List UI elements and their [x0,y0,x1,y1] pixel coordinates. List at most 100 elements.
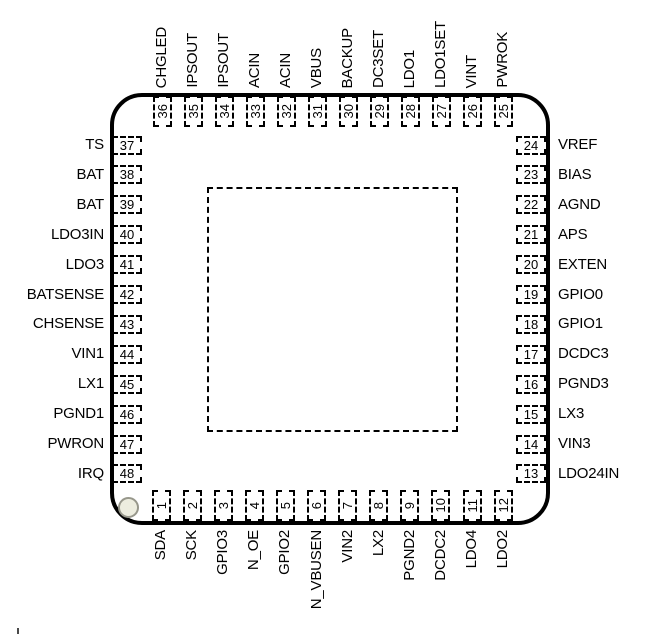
pin-number: 2 [184,501,200,510]
pin-30-label: BACKUP [339,27,356,89]
pin-number: 8 [371,501,387,510]
pin-number: 11 [464,498,480,513]
pin-number: 22 [523,197,539,213]
pin-48-label: IRQ [77,464,104,482]
pin-23-label: BIAS [558,165,592,183]
pin-number: 38 [119,167,135,183]
pin-number: 25 [495,104,511,119]
pin-6-label: N_VBUSEN [307,530,325,610]
package-outline [110,93,550,525]
pin-number: 35 [185,104,201,119]
pin-number: 36 [154,104,170,119]
pin-2-label: SCK [183,530,201,561]
pin-number: 30 [340,104,356,119]
pin-number: 42 [119,287,135,302]
pin-number: 44 [119,346,135,362]
pin-box-16: 16 [516,374,546,394]
pin-32-label: ACIN [277,52,294,88]
pin-box-19: 19 [516,285,546,304]
pin-box-15: 15 [516,404,546,424]
pin-number: 6 [309,501,324,510]
pin-number: 28 [402,104,418,119]
pin-35-label: IPSOUT [184,33,201,88]
pin-9-label: PGND2 [400,530,418,581]
pin-number: 19 [523,287,539,302]
pin-box-8: 8 [369,490,389,521]
pin-box-11: 11 [462,490,482,521]
pin-17-label: DCDC3 [558,345,609,363]
pin-number: 1 [153,501,169,510]
pin-number: 4 [246,501,262,510]
pin-10-label: DCDC2 [431,530,449,581]
pin-box-42: 42 [112,285,142,304]
pin-number: 37 [119,137,135,153]
pin-box-30: 30 [338,96,358,127]
pin-number: 5 [277,501,293,510]
pin-8-label: LX2 [369,530,387,557]
pin-5-label: GPIO2 [276,530,294,575]
pin-31-label: VBUS [308,47,325,88]
pin-12-label: LDO2 [494,530,512,569]
pin-number: 26 [464,104,480,119]
pin-40-label: LDO3IN [51,225,104,243]
pin-33-label: ACIN [246,52,263,88]
pin-number: 21 [523,227,539,243]
pin-number: 13 [523,466,539,482]
pin-box-23: 23 [516,165,546,185]
pin-box-13: 13 [516,464,546,484]
pin-box-40: 40 [112,225,142,245]
pin-number: 31 [309,104,325,119]
pin-18-label: GPIO1 [558,315,603,333]
pin-box-41: 41 [112,255,142,275]
pin-box-1: 1 [151,490,171,521]
pin-box-6: 6 [307,490,326,521]
pin-box-44: 44 [112,344,142,364]
pin-44-label: VIN1 [71,345,104,363]
pin-11-label: LDO4 [463,530,480,569]
pin-number: 10 [433,498,449,513]
pin-19-label: GPIO0 [558,285,603,303]
thermal-pad [207,187,458,432]
pin-box-18: 18 [516,314,546,334]
pin-box-2: 2 [182,490,202,521]
pin-box-14: 14 [516,434,546,454]
pin-number: 32 [278,104,294,119]
pin-number: 43 [119,316,135,332]
pin-number: 9 [402,501,418,510]
pin-45-label: LX1 [77,375,104,393]
pin-15-label: LX3 [558,405,585,423]
pin-27-label: LDO1SET [432,21,449,88]
pin-number: 46 [119,406,135,422]
pin-38-label: BAT [76,165,105,183]
pin-box-31: 31 [307,96,327,127]
pin-26-label: VINT [463,54,480,88]
pin-number: 27 [433,104,449,119]
pin-number: 20 [523,257,539,273]
pin-22-label: AGND [558,195,601,213]
pin-number: 14 [523,436,539,452]
pin-number: 29 [371,104,387,119]
pin-4-label: N_OE [245,530,263,571]
pin-box-5: 5 [275,490,295,521]
pin-box-43: 43 [112,314,142,334]
pin-47-label: PWRON [47,435,105,452]
pin-number: 33 [247,104,263,119]
pin-box-39: 39 [112,195,142,215]
pin-number: 34 [216,104,232,119]
pin-box-29: 29 [369,96,389,127]
pin-39-label: BAT [76,195,105,213]
pin-box-36: 36 [152,96,172,127]
pin-25-label: PWROK [494,32,511,88]
stray-mark [17,628,19,634]
pin-37-label: TS [85,136,104,153]
pin-number: 39 [119,197,135,213]
pin-box-47: 47 [112,434,142,454]
pin-number: 3 [215,501,231,510]
pin-box-37: 37 [112,135,142,155]
pin-box-22: 22 [516,195,546,215]
pin-1-label: SDA [152,530,169,561]
pin-14-label: VIN3 [558,435,591,452]
pin-box-38: 38 [112,165,142,185]
pin-3-label: GPIO3 [214,530,232,575]
